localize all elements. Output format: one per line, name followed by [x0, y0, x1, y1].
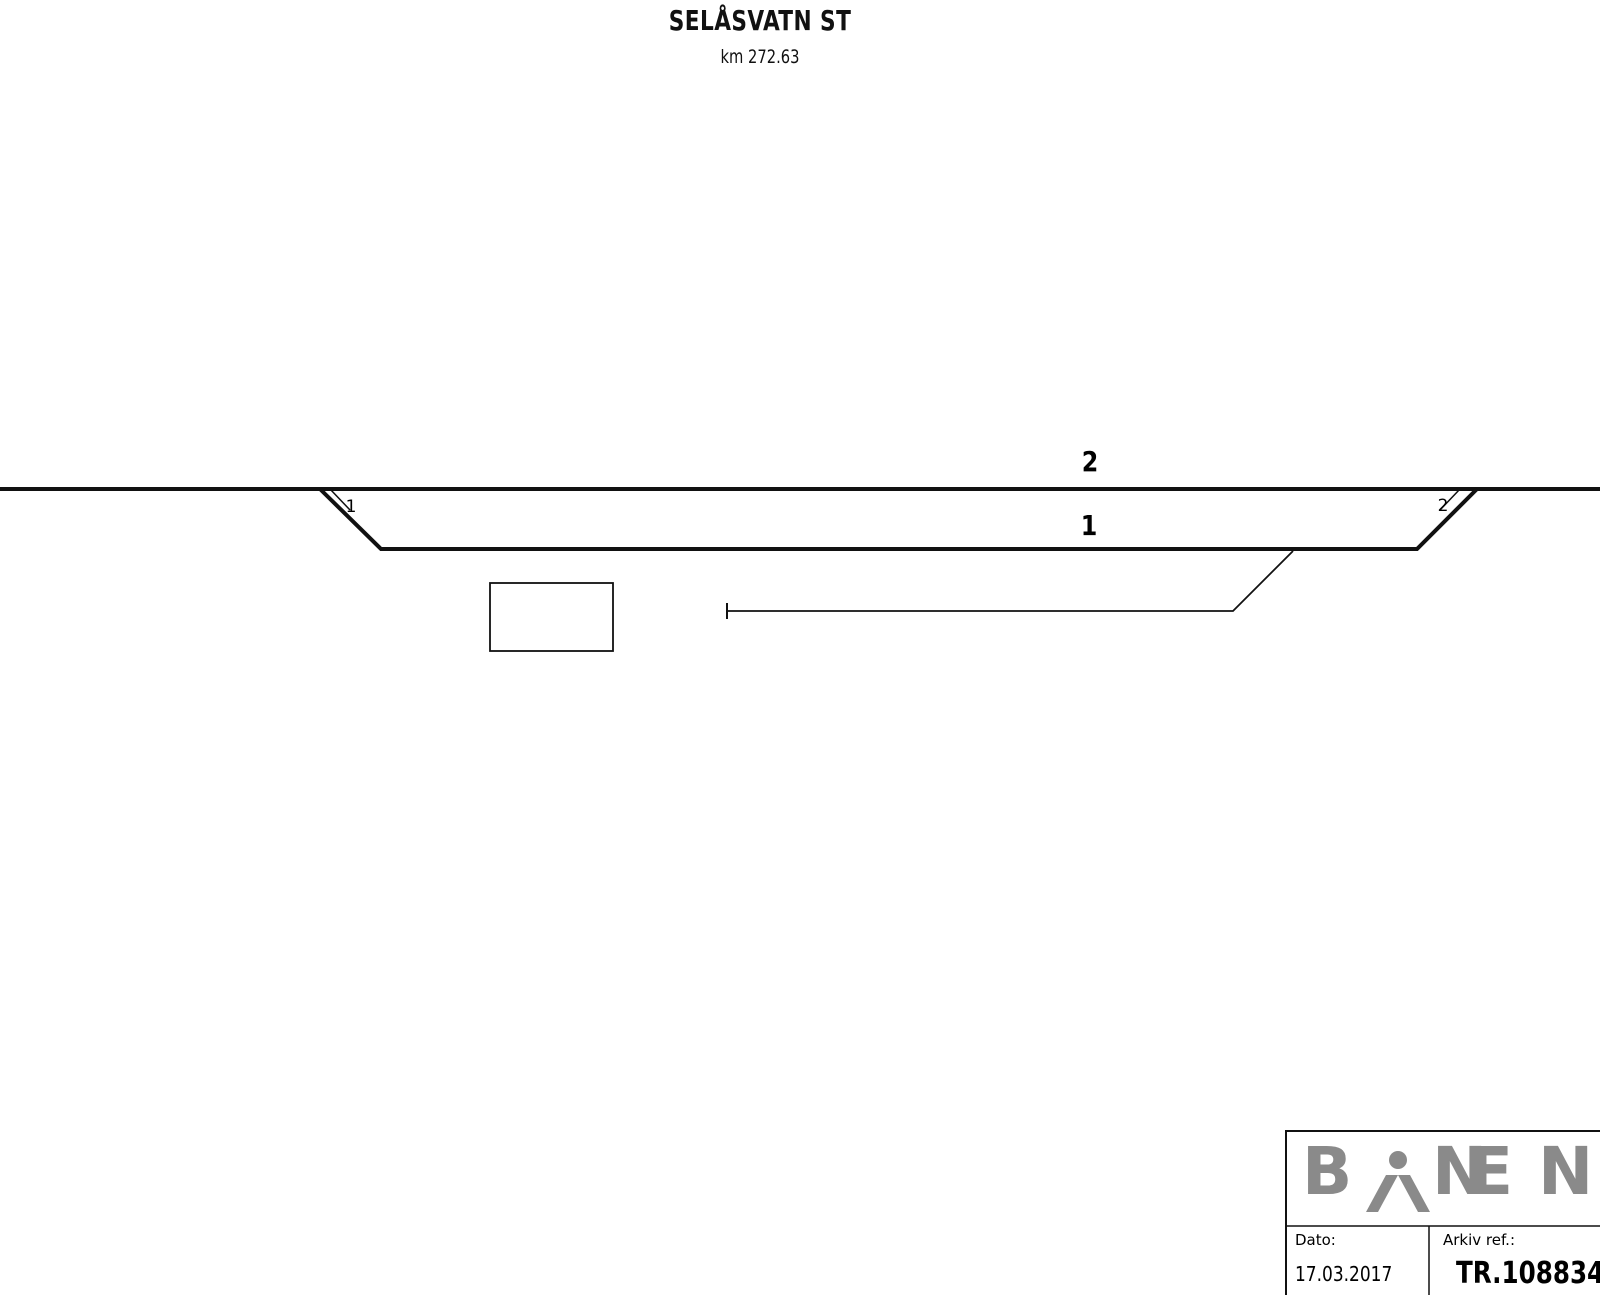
title-block: B N E N Dato: 17.03.2017 Arkiv ref.: TR.… — [1285, 1130, 1600, 1295]
switch-2-label: 2 — [1438, 496, 1449, 516]
archive-label: Arkiv ref.: — [1443, 1231, 1515, 1249]
archive-value: TR.108834-000 — [1456, 1257, 1600, 1291]
logo-text: B — [1302, 1133, 1376, 1210]
svg-text:E: E — [1468, 1133, 1513, 1210]
switch-1-tick — [329, 488, 351, 511]
date-value: 17.03.2017 — [1295, 1264, 1392, 1287]
station-building — [489, 582, 614, 652]
svg-text:N: N — [1538, 1133, 1593, 1210]
track-1-label: 1 — [1081, 510, 1098, 542]
date-label: Dato: — [1295, 1231, 1336, 1249]
track-2-label: 2 — [1082, 446, 1099, 478]
siding-line — [727, 550, 1294, 612]
svg-text:N: N — [1432, 1133, 1487, 1210]
switch-2-tick — [1439, 488, 1461, 511]
switch-1-label: 1 — [346, 497, 357, 517]
track-1-line — [318, 487, 1479, 551]
bane-nor-logo: B N E N — [1302, 1133, 1593, 1212]
